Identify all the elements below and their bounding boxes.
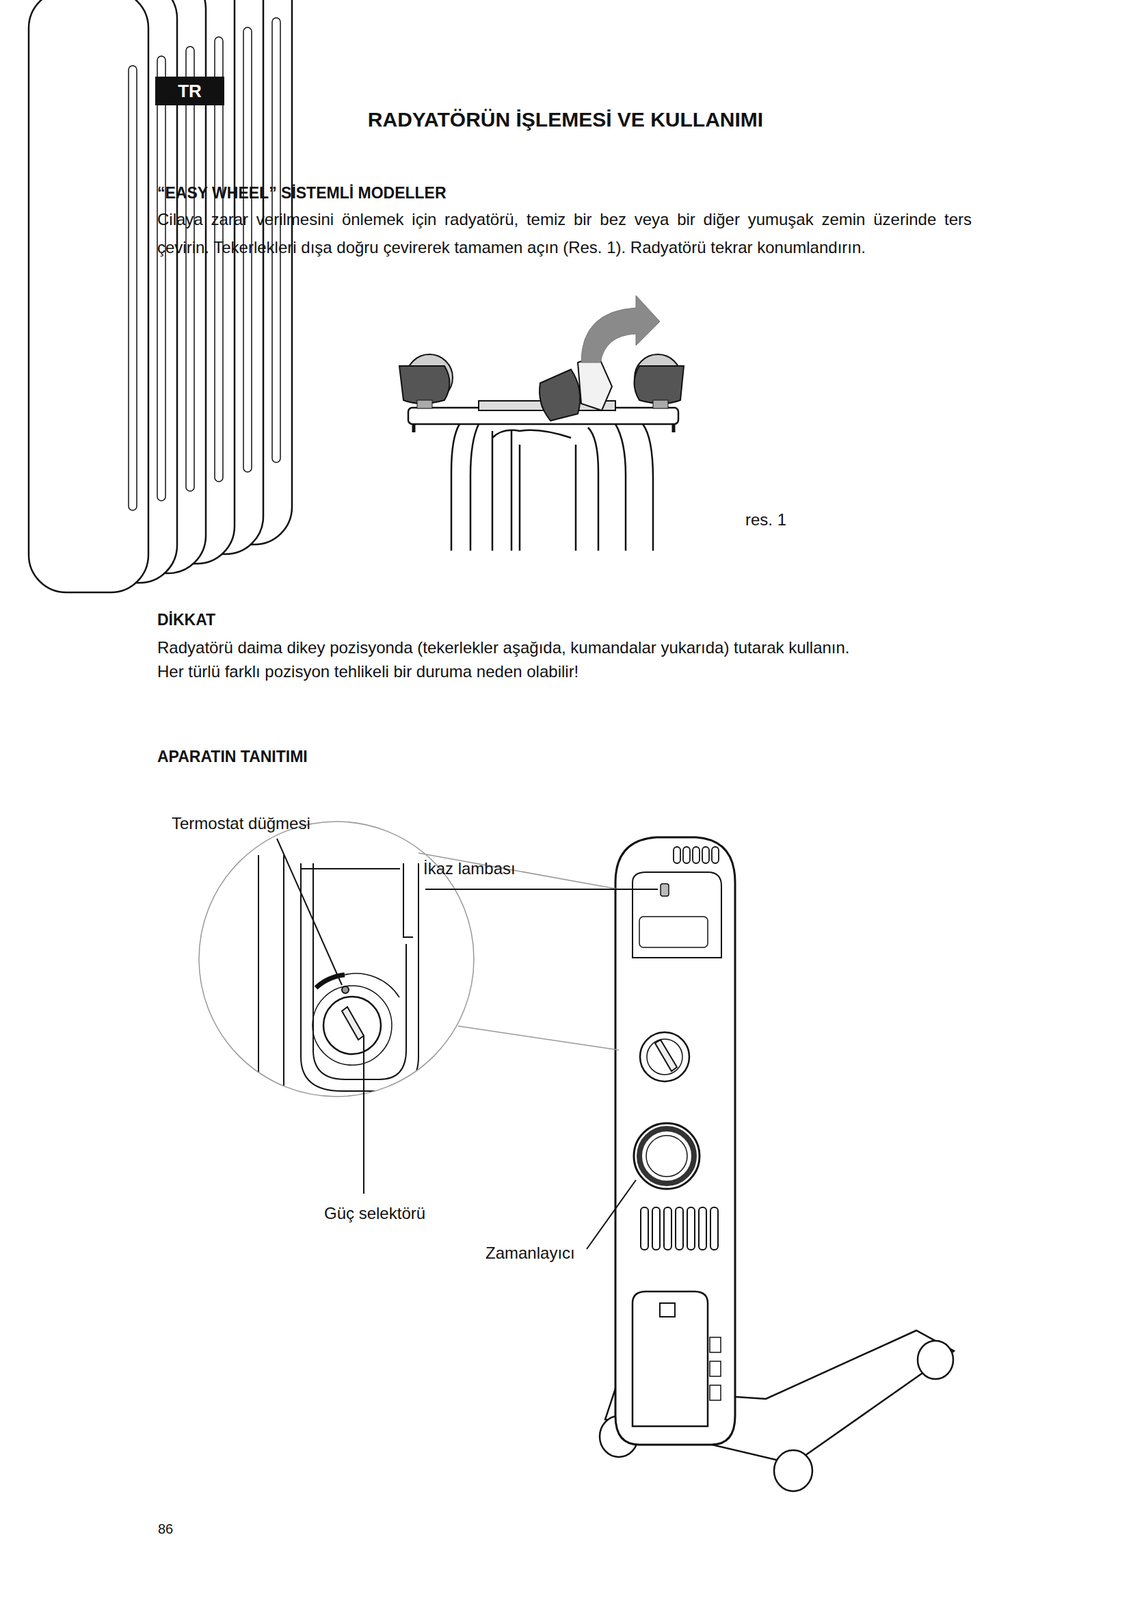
- part-label: Zamanlayıcı: [485, 1241, 636, 1263]
- paragraph: Cilaya zarar verilmesini önlemek için ra…: [157, 205, 972, 262]
- language-badge: TR: [155, 76, 225, 106]
- figure-label: res. 1: [745, 508, 828, 530]
- warning-text: Her türlü farklı pozisyon tehlikeli bir …: [157, 660, 999, 682]
- section-heading: APARATIN TANITIMI: [157, 746, 500, 768]
- part-label: İkaz lambası: [423, 857, 588, 879]
- part-label: Termostat düğmesi: [171, 812, 377, 834]
- warning-text: Radyatörü daima dikey pozisyonda (tekerl…: [157, 636, 999, 658]
- section-heading: “EASY WHEEL” SİSTEMLİ MODELLER: [157, 183, 978, 204]
- badge-text: TR: [177, 80, 202, 102]
- page-number: 86: [157, 1519, 213, 1538]
- page-title: RADYATÖRÜN İŞLEMESİ VE KULLANIMI: [0, 106, 1131, 133]
- warning-heading: DİKKAT: [157, 609, 431, 631]
- part-label: Güç selektörü: [324, 1200, 427, 1226]
